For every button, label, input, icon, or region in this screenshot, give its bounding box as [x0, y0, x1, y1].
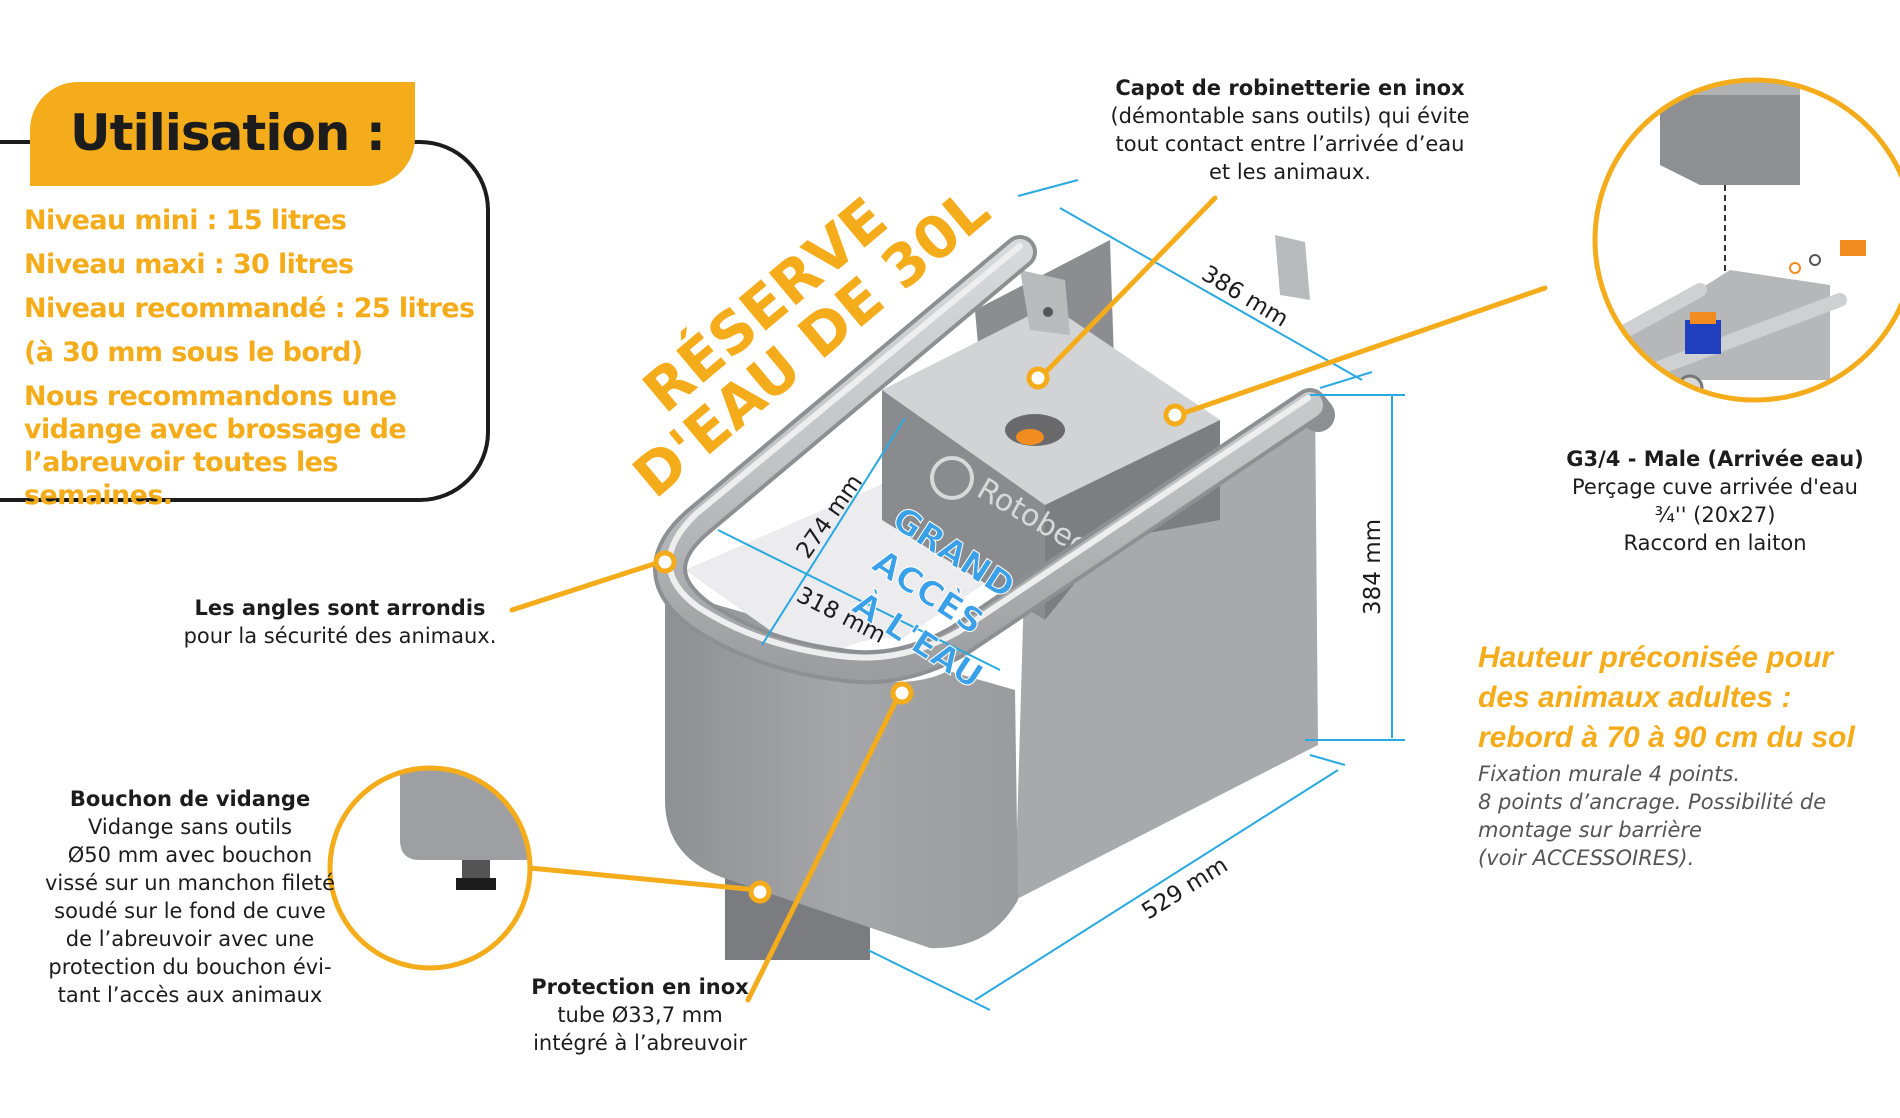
- fixation-line: Fixation murale 4 points.: [1478, 762, 1741, 786]
- brass-fitting-icon: [1840, 240, 1866, 256]
- usage-line-advice-3: l’abreuvoir toutes les semaines.: [24, 447, 338, 511]
- fixation-line: montage sur barrière: [1478, 818, 1702, 842]
- dot-cover: [1026, 366, 1050, 390]
- callout-dots: [653, 366, 1187, 904]
- drain-plug-icon: [462, 860, 490, 882]
- dot-drain: [748, 880, 772, 904]
- callout-protection: Protection en inox tube Ø33,7 mm intégré…: [490, 973, 790, 1057]
- callout-drain-line: Vidange sans outils: [88, 815, 292, 839]
- callout-drain-line: protection du bouchon évi-: [48, 955, 332, 979]
- leader-cover: [1037, 195, 1218, 381]
- dot-inlet: [1163, 403, 1187, 427]
- leader-inlet: [1175, 285, 1548, 418]
- inlet-detail-zoom: [1592, 77, 1900, 403]
- height-recommendation-line: rebord à 70 à 90 cm du sol: [1478, 721, 1855, 754]
- brand-logo-icon: [930, 456, 974, 500]
- cover-front: [882, 390, 1045, 620]
- callout-cover-line: (démontable sans outils) qui évite: [1110, 104, 1470, 128]
- usage-line-min: Niveau mini : 15 litres: [24, 205, 347, 236]
- callout-cover-line: et les animaux.: [1209, 160, 1371, 184]
- cover-top: [882, 305, 1220, 505]
- callout-cover: Capot de robinetterie en inox (démontabl…: [1090, 74, 1490, 186]
- dim-line-length: [974, 769, 1339, 1001]
- dot-corners: [653, 550, 677, 574]
- height-recommendation-line: des animaux adultes :: [1478, 681, 1792, 714]
- callout-cover-title: Capot de robinetterie en inox: [1115, 76, 1465, 100]
- fixation-line: 8 points d’ancrage. Possibilité de: [1478, 790, 1827, 814]
- callout-protection-line: tube Ø33,7 mm: [557, 1003, 723, 1027]
- usage-line-note: (à 30 mm sous le bord): [24, 337, 363, 368]
- dot-protection: [890, 681, 914, 705]
- callout-cover-line: tout contact entre l’arrivée d’eau: [1115, 132, 1465, 156]
- callout-drain-line: tant l’accès aux animaux: [57, 983, 323, 1007]
- callout-inlet-line: ¾'' (20x27): [1654, 503, 1776, 527]
- callout-inlet-line: Perçage cuve arrivée d'eau: [1572, 475, 1858, 499]
- usage-title: Utilisation :: [70, 104, 386, 162]
- dim-height: 384 mm: [1360, 519, 1386, 615]
- drain-detail-zoom: [327, 765, 533, 971]
- callout-corners-line: pour la sécurité des animaux.: [183, 624, 497, 648]
- height-recommendation-line: Hauteur préconisée pour: [1478, 641, 1834, 674]
- callout-corners: Les angles sont arrondis pour la sécurit…: [160, 594, 520, 650]
- callout-corners-title: Les angles sont arrondis: [194, 596, 486, 620]
- dim-line-inner-depth: [761, 417, 906, 646]
- inlet-valve-icon: [1685, 320, 1721, 354]
- fixation-line: (voir ACCESSOIRES).: [1478, 846, 1695, 870]
- leader-drain: [527, 865, 761, 893]
- callout-protection-title: Protection en inox: [531, 975, 749, 999]
- callout-drain-line: vissé sur un manchon fileté: [44, 871, 336, 895]
- callout-drain: Bouchon de vidange Vidange sans outils Ø…: [20, 785, 360, 1009]
- dimension-lines: [717, 179, 1405, 1011]
- usage-title-tab: [30, 82, 415, 186]
- leader-corners: [509, 559, 663, 613]
- usage-line-max: Niveau maxi : 30 litres: [24, 249, 354, 280]
- wall-bracket-left: [1020, 270, 1070, 335]
- callout-drain-line: de l’abreuvoir avec une: [65, 927, 315, 951]
- dim-line-top-width: [1059, 207, 1363, 381]
- wall-bracket-right: [1275, 235, 1310, 300]
- callout-drain-line: Ø50 mm avec bouchon: [67, 843, 313, 867]
- front-wall: [665, 590, 1018, 949]
- callout-inlet-line: Raccord en laiton: [1623, 531, 1807, 555]
- callout-drain-title: Bouchon de vidange: [69, 787, 311, 811]
- usage-line-recommended: Niveau recommandé : 25 litres: [24, 293, 475, 324]
- callout-inlet-title: G3/4 - Male (Arrivée eau): [1566, 447, 1864, 471]
- callout-inlet: G3/4 - Male (Arrivée eau) Perçage cuve a…: [1540, 445, 1890, 557]
- usage-line-advice-1: Nous recommandons une: [24, 381, 397, 412]
- callout-leaders: [509, 195, 1548, 1003]
- callout-drain-line: soudé sur le fond de cuve: [54, 899, 326, 923]
- callout-protection-line: intégré à l’abreuvoir: [533, 1031, 747, 1055]
- leader-protection: [745, 690, 903, 1003]
- usage-line-advice-2: vidange avec brossage de: [24, 414, 407, 445]
- dim-line-inner-width: [717, 529, 1001, 671]
